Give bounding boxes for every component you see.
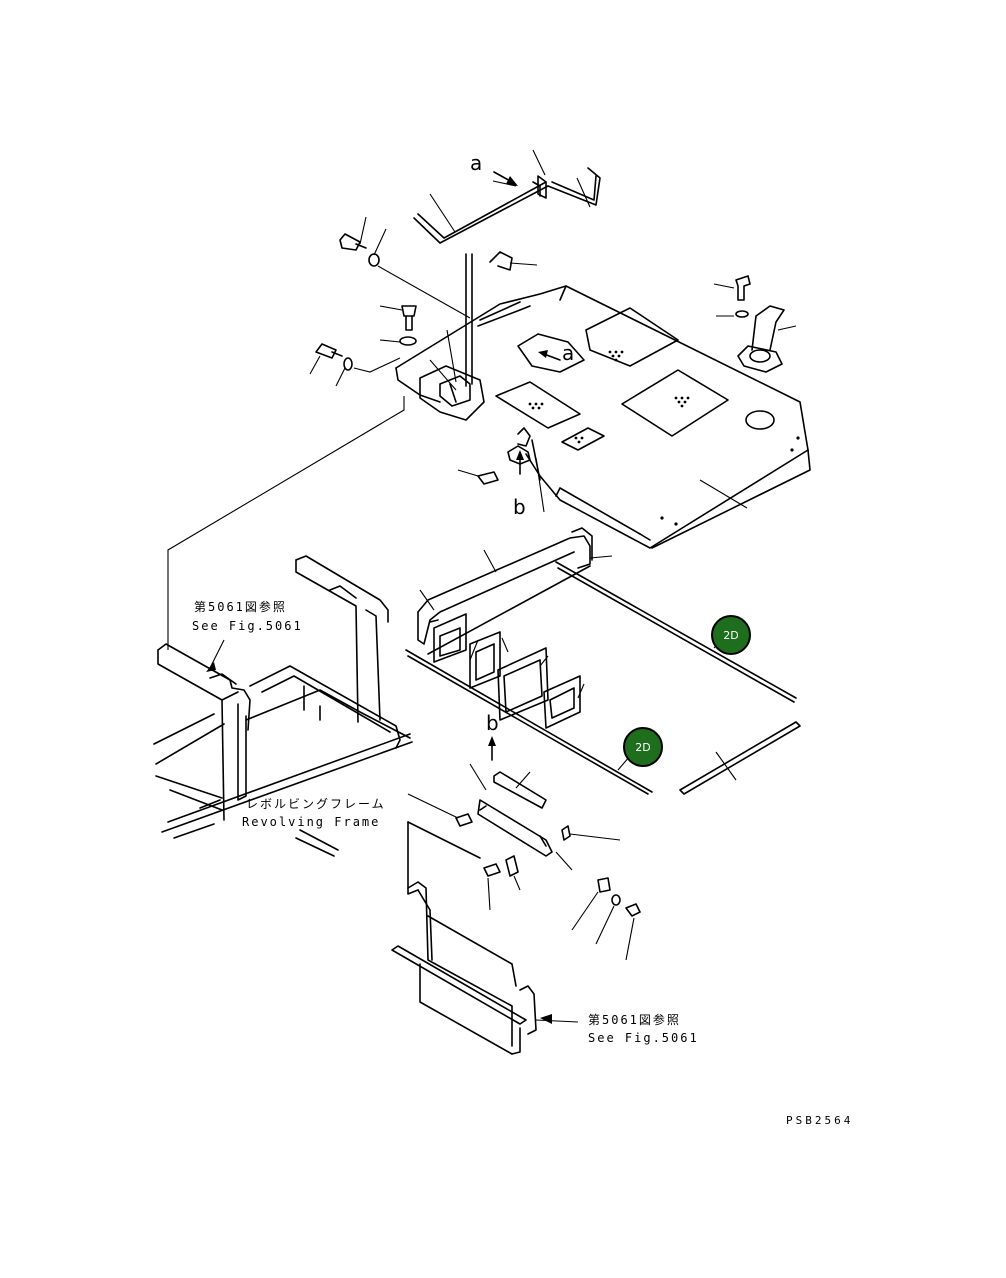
badge-2d-lower[interactable]: 2D bbox=[617, 727, 663, 771]
frame-label-jp: レボルビングフレーム bbox=[246, 797, 386, 811]
callout-b-upper: b bbox=[513, 495, 526, 519]
ref-upper-en: See Fig.5061 bbox=[192, 619, 303, 633]
badge-2d-upper-label: 2D bbox=[723, 629, 738, 642]
bolt-group-left bbox=[309, 216, 471, 387]
grill-assembly bbox=[405, 527, 801, 795]
vent-dots bbox=[528, 350, 690, 444]
callout-a-mid: a bbox=[562, 341, 574, 365]
ref-upper-jp: 第5061図参照 bbox=[194, 599, 287, 614]
ref-lower-jp: 第5061図参照 bbox=[588, 1012, 681, 1027]
latch-upper bbox=[457, 427, 545, 513]
handrail-assembly bbox=[413, 149, 601, 387]
diagram-code: PSB2564 bbox=[786, 1114, 853, 1127]
center-bracket bbox=[419, 329, 485, 421]
callout-a-top: a bbox=[470, 151, 482, 175]
latch-lower bbox=[407, 736, 641, 961]
callout-b-lower: b bbox=[486, 711, 499, 735]
badge-2d-upper[interactable]: 2D bbox=[711, 615, 751, 655]
ref-lower-en: See Fig.5061 bbox=[588, 1031, 699, 1045]
cover-assembly bbox=[395, 285, 811, 549]
exhaust-pipe bbox=[713, 275, 797, 373]
lower-panel bbox=[391, 821, 579, 1055]
revolving-frame bbox=[153, 555, 413, 857]
frame-label-en: Revolving Frame bbox=[242, 815, 380, 829]
badge-2d-lower-label: 2D bbox=[635, 741, 650, 754]
